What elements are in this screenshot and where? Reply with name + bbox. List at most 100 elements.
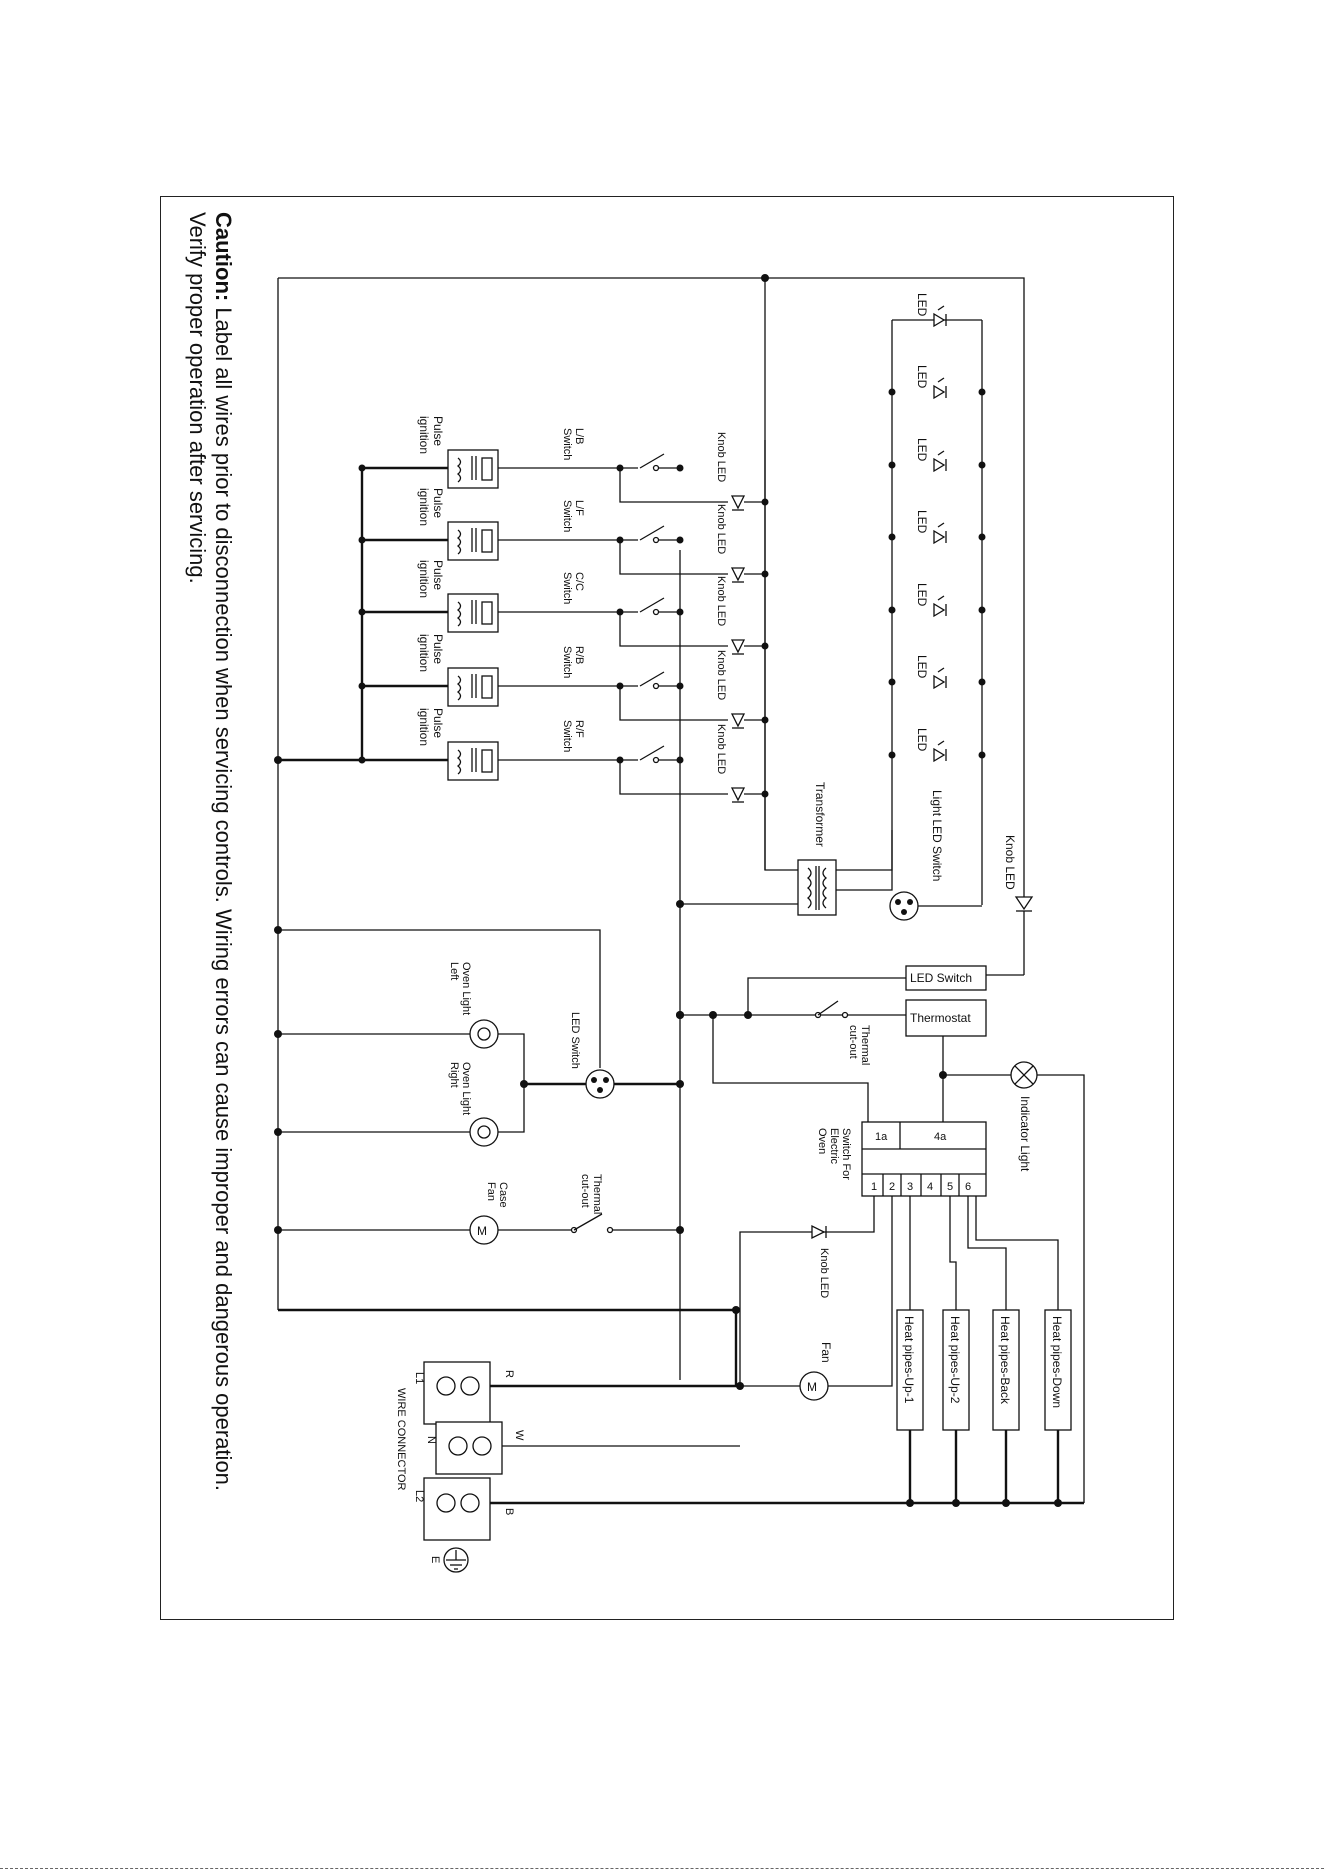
case-fan-label-1: Case [497, 1182, 509, 1208]
indicator-light-label: Indicator Light [1018, 1096, 1032, 1172]
thermal-top-label-2: cut-out [847, 1025, 859, 1059]
fan-label: Fan [819, 1342, 833, 1363]
led-label: LED [915, 655, 929, 679]
main-wires [277, 277, 1025, 1380]
heat-pipe: Heat pipes-Up-2 [942, 1196, 970, 1507]
oven-light-right-1: Oven Light [460, 1062, 472, 1115]
case-fan-label-2: Fan [485, 1182, 497, 1201]
thermal-case-label-2: cut-out [579, 1174, 591, 1208]
conn-l1: L1 [413, 1372, 425, 1384]
light-led-switch: Light LED Switch [889, 790, 982, 921]
earth-symbol: E [429, 1547, 469, 1573]
diagram-frame [160, 196, 1174, 1620]
light-led-switch-label: Light LED Switch [930, 790, 944, 881]
oven-terminal-1: 1 [871, 1181, 877, 1193]
heat-pipe: Heat pipes-Up-1 [896, 1196, 924, 1507]
led-switch-box-label: LED Switch [910, 971, 972, 985]
ignition-label: ignition [417, 708, 431, 746]
thermal-cutout-top: Thermal cut-out [814, 1000, 871, 1065]
oven-terminal-4: 4 [927, 1181, 933, 1193]
switch-word-label: Switch [561, 572, 573, 604]
heat-pipe-label: Heat pipes-Back [998, 1316, 1012, 1405]
oven-terminal-2: 2 [889, 1181, 895, 1193]
knob-led-label: Knob LED [715, 432, 727, 482]
light-led: LED [915, 293, 947, 328]
transformer-label: Transformer [813, 782, 827, 847]
led-switch-wiring [676, 977, 906, 1019]
knob-led-label: Knob LED [715, 504, 727, 554]
terminal-4a: 4a [934, 1131, 947, 1143]
led-label: LED [915, 728, 929, 752]
conn-r: R [503, 1370, 515, 1378]
conn-n: N [425, 1436, 437, 1444]
switch-name-label: R/B [573, 646, 585, 664]
caution-line-2: Verify proper operation after servicing. [185, 212, 210, 584]
switch-for-label: Switch For [840, 1128, 852, 1180]
pulse-label: Pulse [431, 708, 445, 738]
oven-terminal-5: 5 [947, 1181, 953, 1193]
switch-word-label: Switch [561, 428, 573, 460]
caution-caption: Caution: Label all wires prior to discon… [185, 212, 236, 1491]
case-fan-m-label: M [477, 1224, 487, 1238]
oven-led-switch-label: LED Switch [569, 1012, 581, 1069]
heat-pipe-label: Heat pipes-Up-1 [902, 1316, 916, 1404]
caution-bold: Caution: [211, 212, 236, 301]
page-bottom-rule [0, 1868, 1324, 1869]
knob-led-label: Knob LED [715, 650, 727, 700]
earth-label: E [429, 1556, 441, 1563]
conn-w: W [513, 1430, 525, 1441]
heat-pipe: Heat pipes-Back [967, 1196, 1020, 1507]
switch-word-label: Switch [561, 646, 573, 678]
switch-word-label: Switch [561, 500, 573, 532]
pulse-label: Pulse [431, 560, 445, 590]
light-led: LED [888, 728, 986, 763]
pulse-label: Pulse [431, 488, 445, 518]
knob-led-lower: Knob LED [739, 1196, 875, 1386]
conn-l2: L2 [413, 1490, 425, 1502]
ignition-label: ignition [417, 634, 431, 672]
heat-pipe-label: Heat pipes-Down [1050, 1316, 1064, 1408]
led-label: LED [915, 510, 929, 534]
ignition-label: ignition [417, 488, 431, 526]
knob-led-label: Knob LED [715, 576, 727, 626]
knob-led-lower-label: Knob LED [818, 1248, 830, 1298]
heat-pipe: Heat pipes-Down [975, 1196, 1072, 1507]
knob-led-top: Knob LED [986, 835, 1034, 976]
oven-light-left-1: Oven Light [460, 962, 472, 1015]
light-led: LED [888, 655, 986, 690]
wire-connector: R W B L1 N L2 WIRE CONNECTOR [395, 1306, 1084, 1541]
terminal-1a: 1a [875, 1131, 888, 1143]
wire-connector-label: WIRE CONNECTOR [395, 1388, 407, 1491]
thermostat-box: Thermostat [905, 999, 987, 1122]
transformer: Transformer [676, 440, 893, 916]
switch-name-label: L/F [573, 500, 585, 516]
oven-terminal-6: 6 [965, 1181, 971, 1193]
junctions [274, 274, 769, 1019]
thermal-top-label-1: Thermal [859, 1025, 871, 1065]
oven-light-right-2: Right [448, 1062, 460, 1088]
heat-pipe-label: Heat pipes-Up-2 [948, 1316, 962, 1404]
pulse-label: Pulse [431, 416, 445, 446]
ignition-label: ignition [417, 416, 431, 454]
oven-light-left-2: Left [448, 962, 460, 980]
oven-label: Oven [816, 1128, 828, 1154]
pulse-label: Pulse [431, 634, 445, 664]
light-led: LED [888, 583, 986, 618]
conn-b: B [503, 1508, 515, 1515]
light-led: LED [888, 510, 986, 545]
caution-line-1: Label all wires prior to disconnection w… [211, 301, 236, 1491]
oven-lights: Oven Light Left Oven Light Right LED Swi… [274, 926, 684, 1147]
fan-motor: M Fan [736, 1196, 893, 1401]
switch-word-label: Switch [561, 720, 573, 752]
ignition-label: ignition [417, 560, 431, 598]
knob-led-top-label: Knob LED [1003, 835, 1017, 890]
led-switch-box: LED Switch [905, 965, 987, 991]
case-fan: M Case Fan Thermal cut-out [274, 1174, 684, 1245]
thermal-case-label-1: Thermal [591, 1174, 603, 1214]
